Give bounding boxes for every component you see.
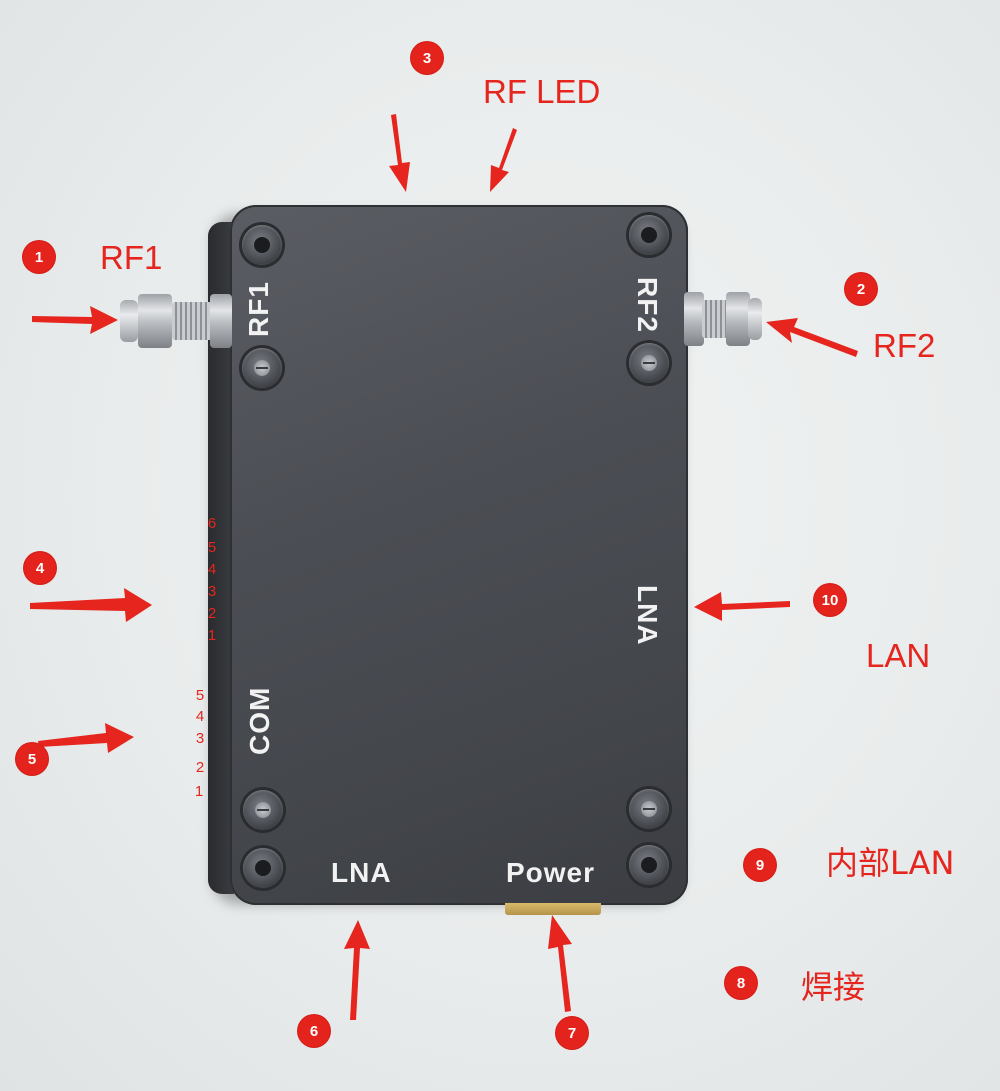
lna-bottom-engraved-label: LNA: [331, 857, 392, 888]
annotation-badge-4: 4: [24, 552, 56, 584]
screw-icon: [629, 789, 669, 829]
annotation-text-lan: LAN: [866, 637, 931, 674]
pin-number: 4: [195, 708, 205, 725]
pin-number: 6: [207, 515, 217, 532]
rf-module-device: [230, 205, 688, 905]
com-engraved-label: COM: [244, 686, 275, 755]
annotation-badge-9: 9: [744, 849, 776, 881]
annotation-text-rf2: RF2: [873, 327, 936, 364]
screw-icon: [242, 225, 282, 265]
pin-number: 2: [195, 759, 205, 776]
rf1-sma-connector-icon: [120, 294, 232, 348]
pin-number: 2: [207, 605, 217, 622]
arrow-icon: [32, 306, 118, 334]
rf1-engraved-label: RF1: [243, 281, 274, 337]
rf2-engraved-label: RF2: [632, 277, 663, 333]
arrow-icon: [389, 114, 410, 192]
annotation-text-weld: 焊接: [801, 968, 866, 1006]
screw-icon: [629, 215, 669, 255]
annotation-badge-1: 1: [23, 241, 55, 273]
power-port: [505, 903, 601, 915]
annotation-badge-7: 7: [556, 1017, 588, 1049]
annotation-text-internal-lan: 内部LAN: [826, 844, 955, 882]
screw-icon: [243, 848, 283, 888]
pin-number: 5: [207, 539, 217, 556]
pin-number: 5: [195, 687, 205, 704]
annotation-badge-2: 2: [845, 273, 877, 305]
annotation-badge-3: 3: [411, 42, 443, 74]
pin-number: 3: [195, 730, 205, 747]
pin-number: 1: [207, 627, 217, 644]
arrow-icon: [344, 920, 370, 1020]
arrow-icon: [548, 915, 572, 1012]
arrow-icon: [38, 723, 134, 753]
annotation-badge-5: 5: [16, 743, 48, 775]
annotation-text-rf1: RF1: [100, 239, 163, 276]
annotation-badge-6: 6: [298, 1015, 330, 1047]
screw-icon: [629, 845, 669, 885]
screw-icon: [629, 343, 669, 383]
pin-number: 4: [207, 561, 217, 578]
annotation-text-rf-led: RF LED: [483, 73, 601, 110]
rf2-sma-connector-icon: [684, 292, 764, 346]
power-engraved-label: Power: [506, 857, 596, 888]
lna-side-engraved-label: LNA: [632, 585, 663, 646]
annotation-badge-8: 8: [725, 967, 757, 999]
pin-number: 3: [207, 583, 217, 600]
screw-icon: [243, 790, 283, 830]
arrow-icon: [766, 318, 858, 357]
arrow-icon: [490, 128, 517, 192]
arrow-icon: [694, 592, 790, 621]
arrow-icon: [30, 588, 152, 622]
screw-icon: [242, 348, 282, 388]
pin-number: 1: [194, 783, 204, 800]
annotation-badge-10: 10: [814, 584, 846, 616]
